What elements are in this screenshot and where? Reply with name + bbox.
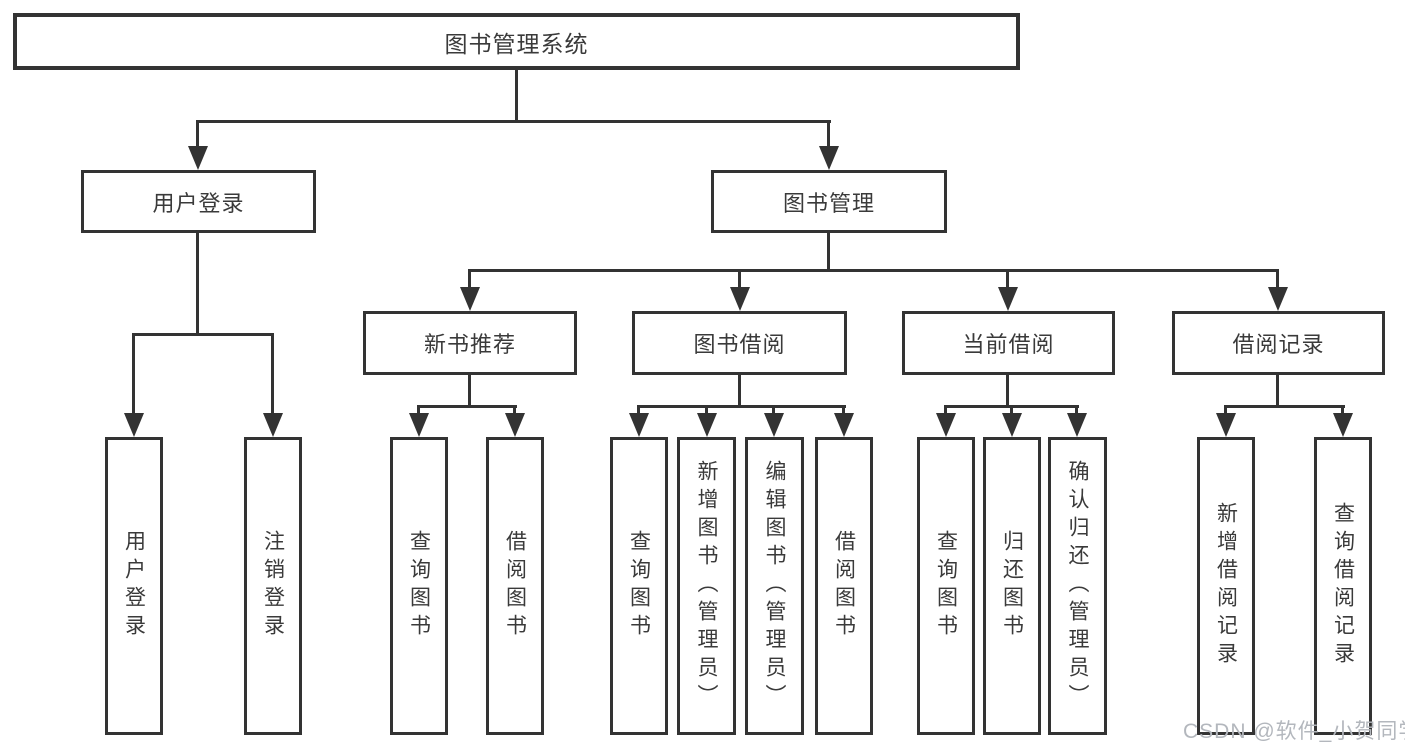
connector-book-borrow-stub: [738, 375, 741, 407]
connector-arrowhead: [1268, 287, 1288, 311]
node-book-borrow-label: 图书借阅: [693, 332, 786, 357]
csdn-watermark: CSDN @软件_小贺同学: [1183, 720, 1405, 743]
leaf-query-borrow-record: 查询借阅记录: [1314, 437, 1372, 735]
leaf-user-login-label: 用户登录: [122, 530, 146, 642]
connector-arrowhead: [263, 413, 283, 437]
connector-level2-rail: [197, 120, 831, 123]
connector-arrowhead: [1216, 413, 1236, 437]
connector-line: [738, 269, 741, 289]
leaf-return-book-label: 归还图书: [1000, 530, 1024, 642]
connector-line: [468, 269, 471, 289]
node-book-management-label: 图书管理: [782, 190, 875, 216]
connector-arrowhead: [697, 413, 717, 437]
leaf-borrow-book-label: 借阅图书: [832, 530, 856, 642]
leaf-edit-book-admin: 编辑图书（管理员）: [745, 437, 804, 735]
connector-arrowhead: [409, 413, 429, 437]
leaf-query-book-borrow-label: 查询图书: [627, 530, 651, 642]
leaf-query-book-current: 查询图书: [917, 437, 975, 735]
leaf-query-book-recommend-label: 查询图书: [407, 530, 431, 642]
connector-level3-rail: [468, 269, 1278, 272]
connector-line: [513, 405, 516, 415]
connector-new-book-stub: [468, 375, 471, 407]
node-system-root: 图书管理系统: [13, 13, 1020, 70]
connector-line: [132, 333, 135, 415]
node-borrow-records-label: 借阅记录: [1232, 332, 1325, 357]
connector-arrowhead: [998, 287, 1018, 311]
connector-arrowhead: [730, 287, 750, 311]
connector-records-stub: [1276, 375, 1279, 407]
leaf-edit-book-admin-label: 编辑图书（管理员）: [763, 460, 786, 712]
connector-user-login-stub: [196, 233, 199, 335]
connector-arrowhead: [1333, 413, 1353, 437]
leaf-logout: 注销登录: [244, 437, 302, 735]
connector-arrowhead: [629, 413, 649, 437]
connector-line: [637, 405, 640, 415]
node-new-book-recommend: 新书推荐: [363, 311, 577, 375]
connector-current-borrow-stub: [1006, 375, 1009, 407]
node-borrow-records: 借阅记录: [1172, 311, 1385, 375]
leaf-confirm-return-admin: 确认归还（管理员）: [1048, 437, 1107, 735]
leaf-confirm-return-admin-label: 确认归还（管理员）: [1066, 460, 1089, 712]
connector-line: [417, 405, 420, 415]
node-current-borrow: 当前借阅: [902, 311, 1115, 375]
connector-line: [705, 405, 708, 415]
connector-line: [1276, 269, 1279, 289]
connector-line: [1341, 405, 1344, 415]
leaf-query-borrow-record-label: 查询借阅记录: [1331, 502, 1355, 670]
connector-arrowhead: [1002, 413, 1022, 437]
connector-line: [1010, 405, 1013, 415]
leaf-query-book-current-label: 查询图书: [934, 530, 958, 642]
connector-line: [772, 405, 775, 415]
leaf-borrow-book-recommend-label: 借阅图书: [503, 530, 527, 642]
connector-arrowhead: [124, 413, 144, 437]
connector-arrowhead: [936, 413, 956, 437]
connector-line: [944, 405, 947, 415]
node-user-login: 用户登录: [81, 170, 316, 233]
connector-line: [1075, 405, 1078, 415]
leaf-add-book-admin: 新增图书（管理员）: [677, 437, 736, 735]
connector-line: [1006, 269, 1009, 289]
node-system-root-label: 图书管理系统: [444, 30, 589, 57]
leaf-query-book-recommend: 查询图书: [390, 437, 448, 735]
leaf-add-book-admin-label: 新增图书（管理员）: [695, 460, 718, 712]
node-book-management: 图书管理: [711, 170, 947, 233]
connector-arrowhead: [1067, 413, 1087, 437]
connector-arrowhead: [834, 413, 854, 437]
connector-records-rail: [1224, 405, 1345, 408]
leaf-query-book-borrow: 查询图书: [610, 437, 668, 735]
leaf-borrow-book-recommend: 借阅图书: [486, 437, 544, 735]
connector-new-book-rail: [417, 405, 517, 408]
connector-line: [827, 120, 830, 148]
node-new-book-recommend-label: 新书推荐: [423, 332, 516, 357]
leaf-logout-label: 注销登录: [261, 530, 285, 642]
connector-arrowhead: [460, 287, 480, 311]
connector-arrowhead: [188, 146, 208, 170]
connector-root-stub: [515, 70, 518, 123]
connector-line: [842, 405, 845, 415]
leaf-add-borrow-record-label: 新增借阅记录: [1214, 502, 1238, 670]
leaf-user-login: 用户登录: [105, 437, 163, 735]
connector-user-login-rail: [132, 333, 274, 336]
connector-arrowhead: [819, 146, 839, 170]
connector-line: [196, 120, 199, 148]
connector-arrowhead: [764, 413, 784, 437]
leaf-return-book: 归还图书: [983, 437, 1041, 735]
connector-line: [1224, 405, 1227, 415]
node-book-borrow: 图书借阅: [632, 311, 847, 375]
connector-book-mgmt-stub: [827, 233, 830, 271]
leaf-borrow-book: 借阅图书: [815, 437, 873, 735]
leaf-add-borrow-record: 新增借阅记录: [1197, 437, 1255, 735]
connector-book-borrow-rail: [637, 405, 846, 408]
node-current-borrow-label: 当前借阅: [962, 332, 1055, 357]
connector-line: [271, 333, 274, 415]
connector-arrowhead: [505, 413, 525, 437]
node-user-login-label: 用户登录: [152, 190, 245, 216]
